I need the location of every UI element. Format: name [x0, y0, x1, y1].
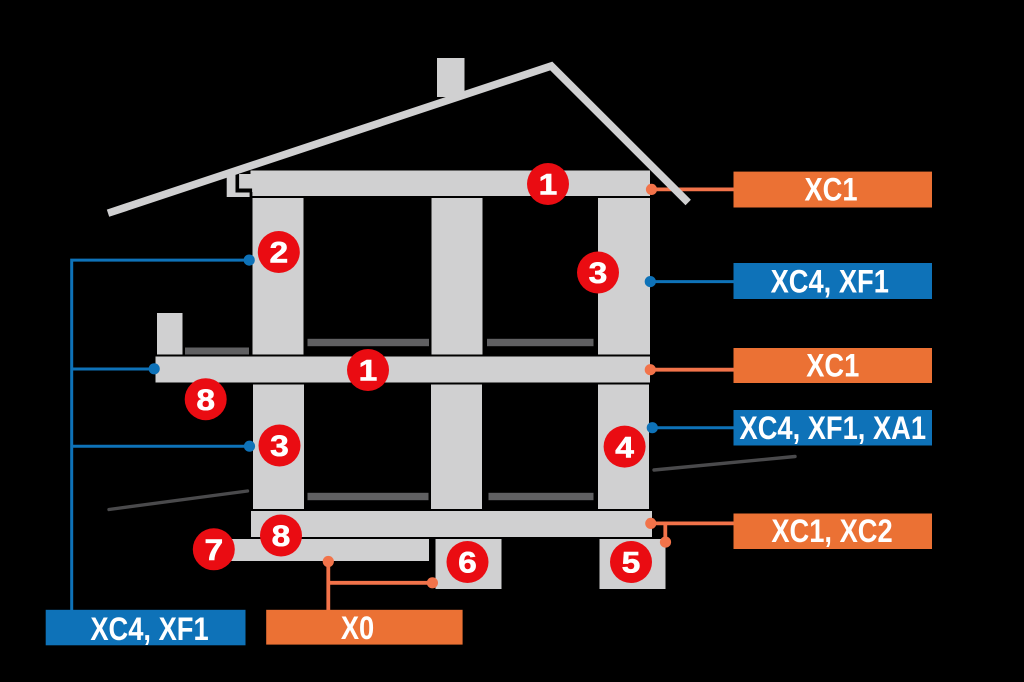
svg-text:7: 7 — [204, 533, 223, 567]
svg-text:XC4, XF1: XC4, XF1 — [771, 264, 889, 300]
svg-text:XC4, XF1: XC4, XF1 — [90, 612, 208, 648]
svg-text:8: 8 — [196, 383, 215, 417]
svg-text:8: 8 — [272, 519, 291, 553]
svg-text:3: 3 — [589, 256, 608, 290]
svg-text:6: 6 — [458, 545, 477, 579]
svg-text:X0: X0 — [341, 611, 374, 647]
svg-text:5: 5 — [622, 545, 641, 579]
svg-text:4: 4 — [615, 430, 634, 464]
svg-text:1: 1 — [539, 167, 558, 201]
svg-text:3: 3 — [270, 429, 289, 463]
svg-text:XC1: XC1 — [806, 348, 859, 384]
svg-text:1: 1 — [359, 353, 378, 387]
svg-text:XC1: XC1 — [804, 172, 857, 208]
svg-text:XC1, XC2: XC1, XC2 — [771, 514, 892, 550]
svg-text:XC4, XF1, XA1: XC4, XF1, XA1 — [739, 411, 926, 447]
svg-text:2: 2 — [269, 235, 288, 269]
